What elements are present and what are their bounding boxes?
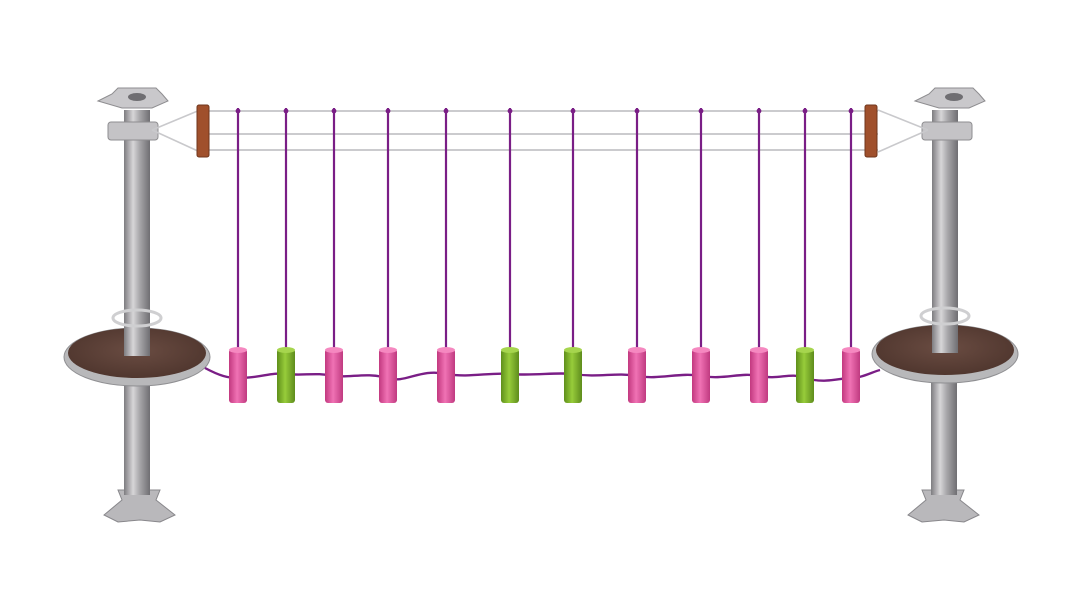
hanging-step-10	[750, 108, 768, 403]
hanging-step-4	[379, 108, 397, 403]
step-top	[796, 347, 814, 353]
step-cylinder-pink	[628, 349, 646, 403]
left-hand-ring	[111, 308, 163, 328]
step-cylinder-green	[796, 349, 814, 403]
rope-knot	[331, 108, 337, 114]
hanging-step-11	[796, 108, 814, 403]
right-hand-ring	[919, 306, 971, 326]
left-cable-bracket	[107, 121, 159, 141]
right-post-base	[907, 489, 980, 523]
step-cylinder-green	[277, 349, 295, 403]
rope-knot	[848, 108, 854, 114]
step-cylinder-pink	[437, 349, 455, 403]
step-top	[277, 347, 295, 353]
rope-knot	[570, 108, 576, 114]
hanging-step-7	[564, 108, 582, 403]
hanging-step-3	[325, 108, 343, 403]
hanging-step-9	[692, 108, 710, 403]
hanging-step-2	[277, 108, 295, 403]
rope-knot	[634, 108, 640, 114]
left-post-assembly	[63, 87, 211, 523]
right-post-cap-hole	[945, 93, 963, 101]
right-post-upper	[932, 110, 958, 353]
bottom-rope	[204, 366, 881, 382]
rope-knot	[507, 108, 513, 114]
hanging-step-5	[437, 108, 455, 403]
step-cylinder-pink	[325, 349, 343, 403]
rope-knot	[443, 108, 449, 114]
left-post-upper	[124, 110, 150, 356]
right-post-lower	[931, 380, 957, 495]
hanging-steps	[229, 108, 860, 403]
step-cylinder-pink	[692, 349, 710, 403]
step-top	[628, 347, 646, 353]
step-top	[325, 347, 343, 353]
left-post-lower	[124, 380, 150, 495]
rope-knot	[756, 108, 762, 114]
step-top	[564, 347, 582, 353]
rope-knot	[698, 108, 704, 114]
cable-anchors	[151, 109, 929, 153]
left-post-base	[103, 489, 176, 523]
step-top	[750, 347, 768, 353]
step-cylinder-pink	[842, 349, 860, 403]
step-cylinder-pink	[229, 349, 247, 403]
rope-knot	[283, 108, 289, 114]
step-cylinder-green	[501, 349, 519, 403]
right-cable-bracket	[921, 121, 973, 141]
step-cylinder-green	[564, 349, 582, 403]
step-top	[229, 347, 247, 353]
left-post-cap-hole	[128, 93, 146, 101]
step-cylinder-pink	[379, 349, 397, 403]
hanging-step-6	[501, 108, 519, 403]
step-cylinder-pink	[750, 349, 768, 403]
hanging-step-12	[842, 108, 860, 403]
step-top	[501, 347, 519, 353]
rope-knot	[385, 108, 391, 114]
right-wood-plank	[864, 104, 878, 158]
top-cables	[200, 110, 878, 151]
step-top	[437, 347, 455, 353]
left-wood-plank	[196, 104, 210, 158]
step-top	[842, 347, 860, 353]
rope-knot	[802, 108, 808, 114]
right-post-assembly	[871, 87, 1019, 523]
hanging-step-8	[628, 108, 646, 403]
hanging-step-1	[229, 108, 247, 403]
step-top	[692, 347, 710, 353]
step-top	[379, 347, 397, 353]
rope-knot	[235, 108, 241, 114]
